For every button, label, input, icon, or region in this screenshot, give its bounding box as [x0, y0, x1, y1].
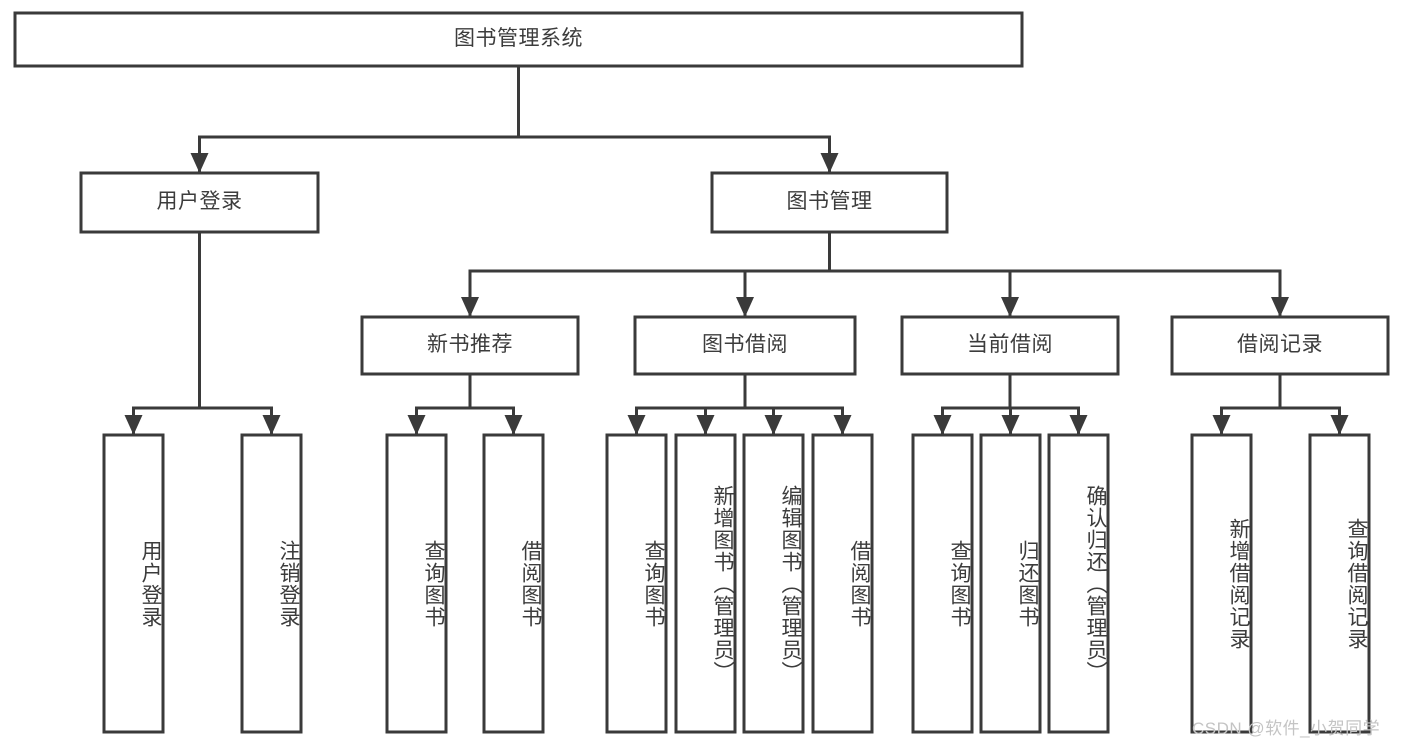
arrow-head-icon	[696, 415, 715, 435]
arrow-head-icon	[1271, 297, 1289, 317]
node-box-current[interactable]	[900, 315, 1120, 376]
node-box-leaf-login-1[interactable]	[102, 433, 165, 734]
node-box-records[interactable]	[1170, 315, 1390, 376]
node-box-root[interactable]	[13, 11, 1024, 68]
node-box-leaf-bor-3[interactable]	[742, 433, 805, 734]
arrow-head-icon	[124, 415, 143, 435]
arrow-head-icon	[461, 297, 479, 317]
node-box-leaf-login-2[interactable]	[240, 433, 303, 734]
arrow-head-icon	[1212, 415, 1231, 435]
arrow-head-icon	[820, 153, 839, 173]
node-box-leaf-cur-1[interactable]	[911, 433, 974, 734]
arrow-head-icon	[1069, 415, 1088, 435]
node-box-leaf-cur-2[interactable]	[979, 433, 1042, 734]
arrow-head-icon	[736, 297, 754, 317]
node-box-login[interactable]	[79, 171, 320, 234]
arrow-head-icon	[190, 153, 209, 173]
arrow-head-icon	[1001, 415, 1020, 435]
nodes-group	[13, 11, 1390, 734]
node-box-leaf-new-2[interactable]	[482, 433, 545, 734]
node-box-leaf-bor-2[interactable]	[674, 433, 737, 734]
arrow-head-icon	[1330, 415, 1349, 435]
arrow-head-icon	[1001, 297, 1019, 317]
node-box-leaf-bor-4[interactable]	[811, 433, 874, 734]
node-box-bookmgmt[interactable]	[710, 171, 949, 234]
arrow-head-icon	[262, 415, 281, 435]
node-box-newbook[interactable]	[360, 315, 580, 376]
edges-group	[124, 64, 1349, 436]
arrow-head-icon	[933, 415, 952, 435]
node-box-leaf-rec-1[interactable]	[1190, 433, 1253, 734]
arrow-head-icon	[407, 415, 426, 435]
node-box-leaf-rec-2[interactable]	[1308, 433, 1371, 734]
arrow-head-icon	[504, 415, 523, 435]
arrow-head-icon	[833, 415, 852, 435]
node-box-leaf-new-1[interactable]	[385, 433, 448, 734]
node-box-borrow[interactable]	[633, 315, 857, 376]
arrow-head-icon	[627, 415, 646, 435]
node-box-leaf-cur-3[interactable]	[1047, 433, 1110, 734]
node-box-leaf-bor-1[interactable]	[605, 433, 668, 734]
arrow-head-icon	[764, 415, 783, 435]
